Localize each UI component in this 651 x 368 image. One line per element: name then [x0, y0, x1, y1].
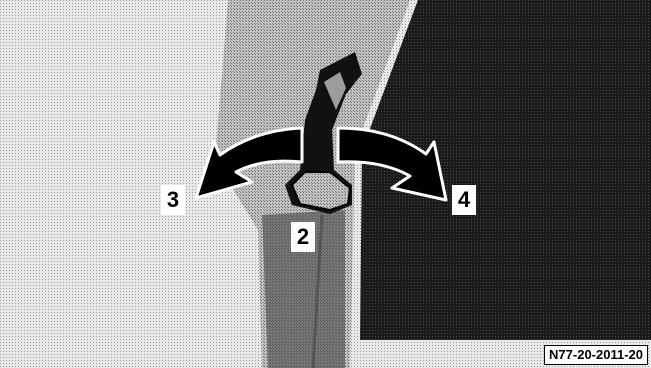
callout-4: 4 [452, 185, 476, 215]
figure-code: N77-20-2011-20 [544, 345, 648, 365]
callout-2: 2 [291, 222, 315, 252]
callout-3: 3 [161, 185, 185, 215]
